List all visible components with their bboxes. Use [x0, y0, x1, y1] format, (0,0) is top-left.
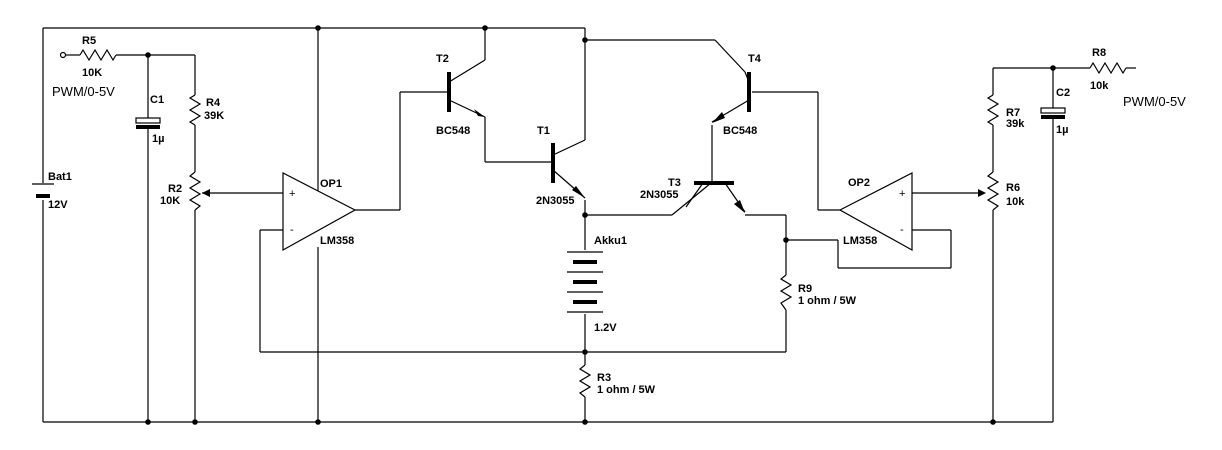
r6-name: R6 [1006, 182, 1020, 194]
r6-wiper-arrow [978, 189, 986, 197]
op2-plus: + [899, 188, 905, 200]
r2-wiper-arrow [202, 189, 210, 197]
akku1-value: 1.2V [594, 322, 617, 334]
op1-minus: - [290, 224, 294, 236]
bat1-name: Bat1 [48, 171, 72, 183]
r9-value: 1 ohm / 5W [798, 295, 857, 307]
t4-name: T4 [748, 53, 762, 65]
akku1-battery [567, 251, 603, 313]
c1-capacitor [135, 117, 161, 129]
t1-type: 2N3055 [536, 195, 575, 207]
t2-name: T2 [436, 53, 449, 65]
t2-type: BC548 [436, 125, 470, 137]
op1-type: LM358 [320, 235, 354, 247]
t4-transistor [711, 71, 751, 123]
op2-opamp [838, 172, 913, 252]
r8-name: R8 [1092, 47, 1106, 59]
r3-name: R3 [597, 372, 611, 384]
bat1-battery [32, 183, 54, 198]
r3-value: 1 ohm / 5W [597, 384, 656, 396]
op2-name: OP2 [848, 177, 870, 189]
t3-name: T3 [668, 177, 681, 189]
op1-plus: + [289, 188, 295, 200]
c1-value: 1µ [152, 133, 164, 145]
pwm-left-terminal [59, 51, 67, 59]
op1-opamp [282, 172, 357, 252]
t2-transistor [447, 38, 486, 118]
op2-minus: - [900, 224, 904, 236]
pwm-right-label: PWM/0-5V [1123, 94, 1186, 109]
akku1-name: Akku1 [594, 235, 627, 247]
t1-name: T1 [537, 125, 550, 137]
r6-value: 10k [1006, 196, 1025, 208]
r5-name: R5 [82, 35, 96, 47]
r9-resistor [779, 274, 793, 311]
pwm-left-label: PWM/0-5V [52, 84, 115, 99]
wires [42, 27, 1136, 423]
r7-value: 39k [1006, 118, 1025, 130]
r2-name: R2 [168, 183, 182, 195]
c2-value: 1µ [1056, 124, 1068, 136]
r7-resistor [986, 94, 1000, 126]
r7-name: R7 [1006, 107, 1020, 119]
junction-dots [145, 25, 1056, 425]
r2-value: 10K [160, 195, 180, 207]
c1-name: C1 [150, 94, 164, 106]
c2-capacitor [1040, 107, 1066, 119]
r4-value: 39K [204, 110, 224, 122]
r8-value: 10k [1090, 80, 1109, 92]
r6-potentiometer [986, 171, 1000, 211]
t3-transistor [685, 181, 746, 213]
r4-resistor [188, 94, 202, 126]
r5-value: 10K [82, 67, 102, 79]
r9-name: R9 [798, 283, 812, 295]
r4-name: R4 [206, 97, 221, 109]
r3-resistor [578, 364, 592, 398]
t4-type: BC548 [723, 125, 757, 137]
c2-name: C2 [1056, 87, 1070, 99]
op2-type: LM358 [843, 235, 877, 247]
r5-resistor [79, 48, 117, 62]
t3-type: 2N3055 [640, 189, 679, 201]
op1-name: OP1 [320, 178, 342, 190]
r8-resistor [1089, 61, 1127, 75]
r2-potentiometer [188, 171, 202, 211]
bat1-value: 12V [48, 199, 68, 211]
t1-transistor [551, 139, 586, 199]
